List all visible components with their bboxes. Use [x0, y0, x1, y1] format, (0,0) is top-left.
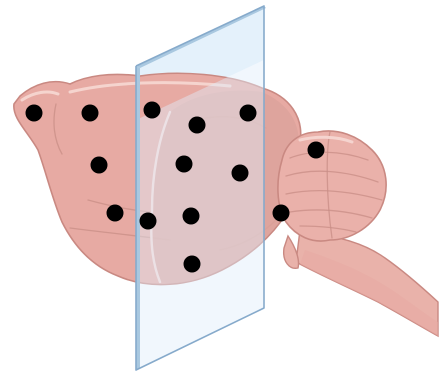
marker-dot — [183, 208, 200, 225]
marker-dot — [232, 165, 249, 182]
marker-dot — [189, 117, 206, 134]
marker-dot — [240, 105, 257, 122]
brainstem — [296, 230, 438, 336]
marker-dot — [144, 102, 161, 119]
marker-dot — [273, 205, 290, 222]
marker-dot — [140, 213, 157, 230]
marker-dot — [184, 256, 201, 273]
marker-dot — [91, 157, 108, 174]
marker-dot — [82, 105, 99, 122]
marker-dot — [176, 156, 193, 173]
marker-dot — [107, 205, 124, 222]
marker-dot — [308, 142, 325, 159]
marker-dot — [26, 105, 43, 122]
